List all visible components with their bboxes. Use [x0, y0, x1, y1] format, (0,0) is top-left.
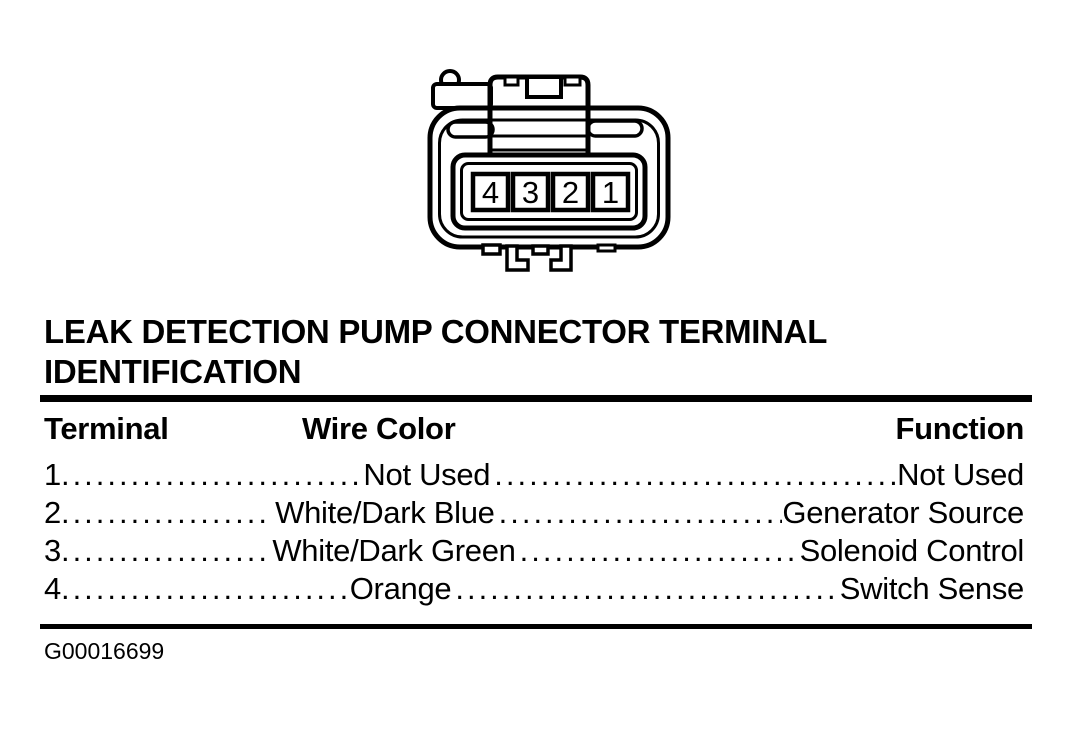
table-row-terminal-4: 4 Orange Switch Sense	[44, 570, 1024, 608]
page-title: LEAK DETECTION PUMP CONNECTOR TERMINAL I…	[44, 313, 827, 390]
terminal-cell-3	[510, 171, 551, 213]
latch-tick-left	[503, 75, 520, 87]
table-header-row: Terminal Wire Color Function	[44, 413, 1024, 445]
connector-diagram: 4 3 2 1	[427, 69, 671, 272]
cell-function: Generator Source	[782, 495, 1024, 530]
mounting-foot-left	[481, 243, 502, 256]
latch-tick-right	[563, 75, 582, 87]
column-header-function: Function	[895, 411, 1025, 446]
terminal-cell-1	[590, 171, 631, 213]
table-row-terminal-3: 3 White/Dark Green Solenoid Control	[44, 532, 1024, 570]
cell-terminal: 2	[44, 495, 61, 530]
cell-terminal: 4	[44, 571, 61, 606]
mounting-foot-center	[531, 244, 550, 256]
table-row-terminal-2: 2 White/Dark Blue Generator Source	[44, 494, 1024, 532]
dot-leader	[61, 456, 359, 494]
table-row-terminal-1: 1 Not Used Not Used	[44, 456, 1024, 494]
dot-leader	[61, 494, 271, 532]
cell-terminal: 1	[44, 457, 61, 492]
connector-body-inner	[438, 118, 660, 239]
terminal-number-3: 3	[522, 175, 539, 210]
dot-leader	[494, 456, 897, 494]
document-body: LEAK DETECTION PUMP CONNECTOR TERMINAL I…	[40, 312, 1032, 665]
dot-leader	[455, 570, 839, 608]
cell-wire-color: White/Dark Green	[272, 533, 516, 568]
dot-leader	[520, 532, 800, 570]
latch-notch	[525, 75, 563, 99]
terminal-block-inner	[460, 162, 638, 221]
terminal-number-2: 2	[562, 175, 579, 210]
title-divider-rule	[40, 395, 1032, 402]
terminal-cell-4	[470, 171, 511, 213]
latch-tab-bar	[431, 82, 493, 110]
terminal-table: 1 Not Used Not Used 2 White/Dark Blue Ge…	[44, 456, 1024, 608]
figure-id: G00016699	[44, 638, 165, 664]
mounting-hook-right	[549, 244, 573, 272]
column-header-terminal: Terminal	[44, 411, 169, 446]
cell-wire-color: White/Dark Blue	[275, 495, 495, 530]
dot-leader	[499, 494, 783, 532]
cell-function: Solenoid Control	[799, 533, 1025, 568]
dot-leader	[61, 570, 346, 608]
terminal-number-4: 4	[482, 175, 499, 210]
cell-wire-color: Orange	[349, 571, 452, 606]
cell-wire-color: Not Used	[363, 457, 491, 492]
dot-leader	[61, 532, 268, 570]
mounting-foot-right	[596, 243, 617, 253]
vent-slot-left	[446, 120, 495, 139]
terminal-number-1: 1	[602, 175, 619, 210]
cell-terminal: 3	[44, 533, 61, 568]
mounting-hook-left	[505, 244, 530, 272]
terminal-cell-2	[550, 171, 591, 213]
footer-divider-rule	[40, 624, 1032, 629]
cell-function: Not Used	[897, 457, 1024, 492]
cell-function: Switch Sense	[839, 571, 1025, 606]
column-header-wire-color: Wire Color	[302, 411, 456, 446]
